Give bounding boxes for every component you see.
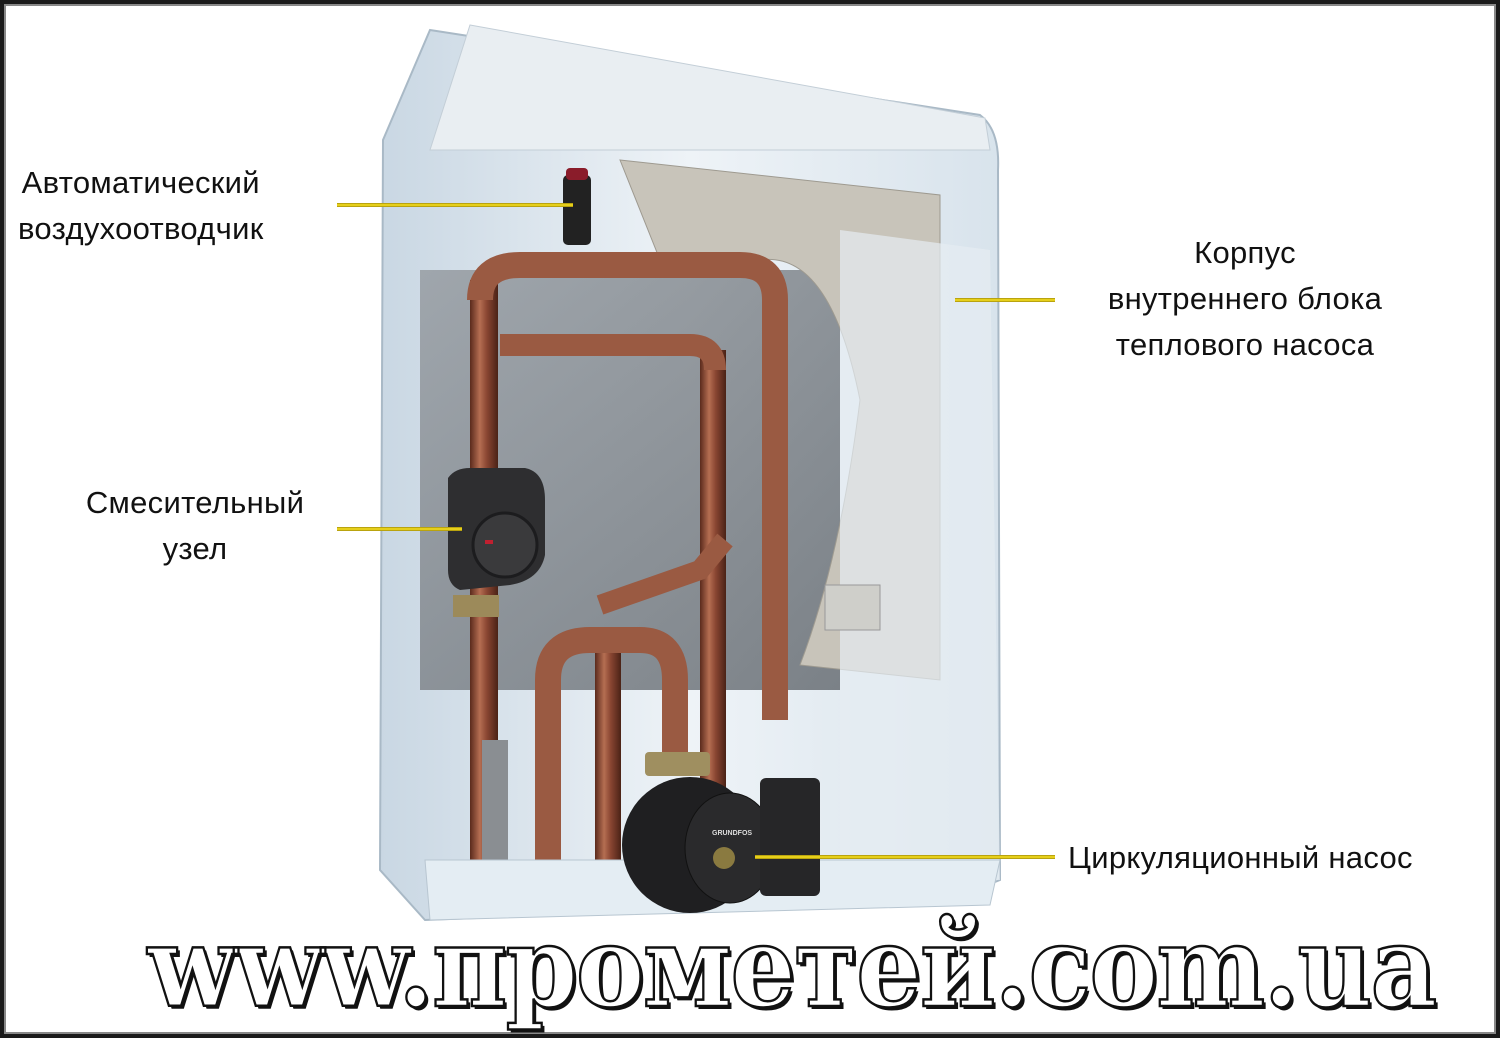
leader-circulation-pump xyxy=(755,855,1055,859)
leader-air-vent xyxy=(337,203,573,207)
label-air-vent-line2: воздухоотводчик xyxy=(18,211,264,246)
leader-mixing-unit xyxy=(337,527,462,531)
watermark-url: www.прометей.com.ua xyxy=(147,902,1439,1033)
leader-housing xyxy=(955,298,1055,302)
label-housing-line3: теплового насоса xyxy=(1115,327,1375,362)
label-mixing-unit: Смесительный узел xyxy=(65,480,325,572)
label-housing-line1: Корпус xyxy=(1194,235,1296,270)
svg-text:GRUNDFOS: GRUNDFOS xyxy=(712,830,752,837)
label-housing-line2: внутреннего блока xyxy=(1107,281,1383,316)
label-air-vent: Автоматический воздухоотводчик xyxy=(18,160,264,252)
label-air-vent-line1: Автоматический xyxy=(21,165,260,200)
label-circulation-pump: Циркуляционный насос xyxy=(1068,835,1413,881)
label-housing: Корпус внутреннего блока теплового насос… xyxy=(1060,230,1430,368)
label-circulation-pump-line1: Циркуляционный насос xyxy=(1068,840,1413,875)
label-mixing-unit-line1: Смесительный xyxy=(85,485,305,520)
label-mixing-unit-line2: узел xyxy=(162,531,228,566)
